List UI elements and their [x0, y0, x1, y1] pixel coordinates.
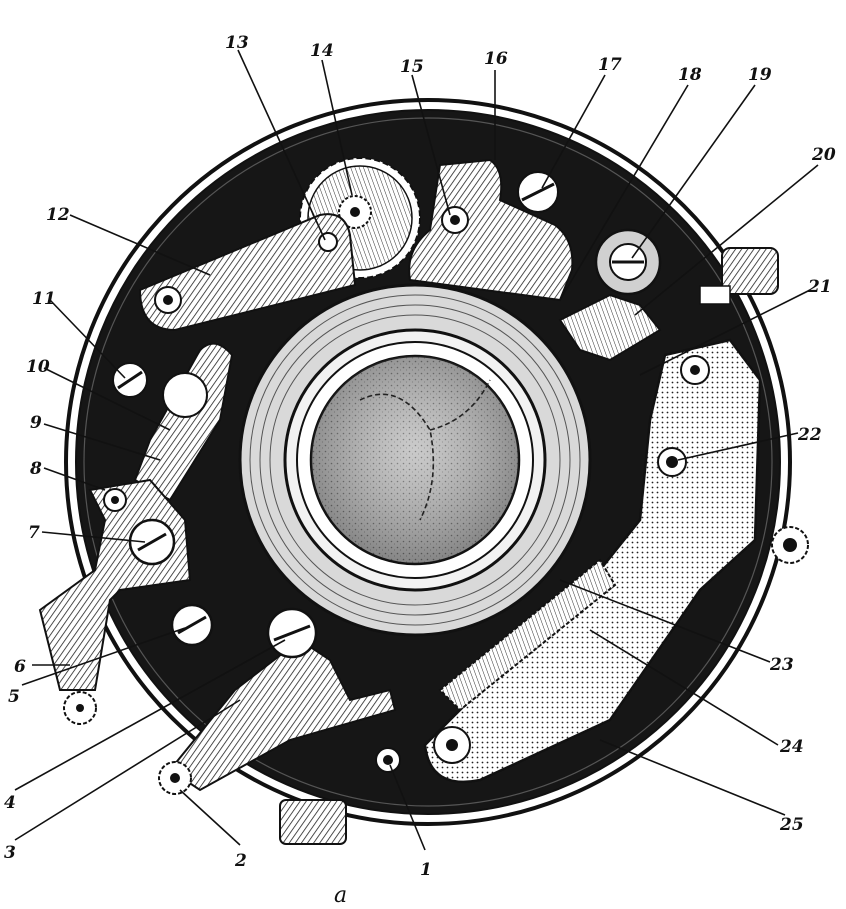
callout-24: 24: [779, 737, 804, 757]
leader-23: [559, 579, 771, 663]
knurled-knob-right: [699, 247, 779, 305]
leader-15: [411, 74, 451, 216]
callout-2: 2: [234, 851, 247, 871]
callout-4: 4: [4, 793, 16, 813]
plate-15: [408, 158, 574, 302]
callout-21: 21: [807, 277, 832, 297]
knurled-knob-bottom: [279, 799, 347, 845]
callout-7: 7: [28, 523, 40, 543]
callout-14: 14: [310, 41, 334, 61]
callout-17: 17: [598, 55, 622, 75]
leader-21: [639, 289, 811, 376]
callout-labels: 1 2 3 4 5 6 7 8 9 10 11 12 13 14 15 16 1…: [4, 33, 836, 880]
leader-lines: [14, 49, 819, 851]
callout-12: 12: [46, 205, 70, 225]
leader-12: [69, 214, 211, 276]
callout-11: 11: [32, 289, 56, 309]
leader-2: [179, 789, 241, 846]
callout-22: 22: [797, 425, 822, 445]
leader-19: [631, 84, 756, 259]
leader-18: [559, 84, 689, 301]
leader-3: [14, 699, 241, 841]
callout-15: 15: [400, 57, 424, 77]
leader-8: [43, 467, 106, 491]
star-wheel-right: [771, 526, 809, 564]
callout-3: 3: [4, 843, 16, 863]
callout-13: 13: [225, 33, 249, 53]
screw-19: [594, 228, 662, 296]
leader-20: [634, 164, 819, 316]
callout-16: 16: [484, 49, 508, 69]
leader-9: [43, 423, 161, 461]
leader-24: [589, 629, 779, 746]
figure-caption: a: [334, 883, 347, 908]
callout-5: 5: [8, 687, 20, 707]
leader-25: [599, 739, 786, 816]
screw-4: [266, 607, 318, 659]
callout-8: 8: [29, 459, 42, 479]
leader-4: [14, 639, 286, 791]
lens-assembly: [238, 283, 592, 637]
callout-9: 9: [30, 413, 42, 433]
callout-1: 1: [420, 860, 432, 880]
screw-5: [170, 603, 214, 647]
lever-9-10: [133, 342, 234, 502]
leader-10: [43, 367, 171, 431]
screw-7: [128, 518, 176, 566]
callout-18: 18: [678, 65, 702, 85]
callout-25: 25: [779, 815, 804, 835]
callout-20: 20: [811, 145, 836, 165]
star-wheel-6: [63, 691, 97, 725]
screw-1: [375, 747, 401, 773]
screw-17: [517, 171, 559, 213]
leader-13: [237, 49, 326, 241]
screw-11: [112, 362, 148, 398]
callout-6: 6: [14, 657, 26, 677]
catch-20: [558, 293, 662, 362]
callout-23: 23: [769, 655, 794, 675]
leader-5: [21, 627, 186, 686]
leader-17: [541, 74, 606, 189]
lever-2-3: [158, 638, 397, 795]
leader-7: [41, 531, 146, 543]
callout-10: 10: [26, 357, 50, 377]
leader-11: [49, 299, 126, 379]
gear-sector-23: [438, 558, 617, 712]
leader-14: [321, 59, 353, 196]
leader-1: [389, 764, 426, 851]
callout-19: 19: [748, 65, 772, 85]
leader-22: [677, 432, 799, 461]
